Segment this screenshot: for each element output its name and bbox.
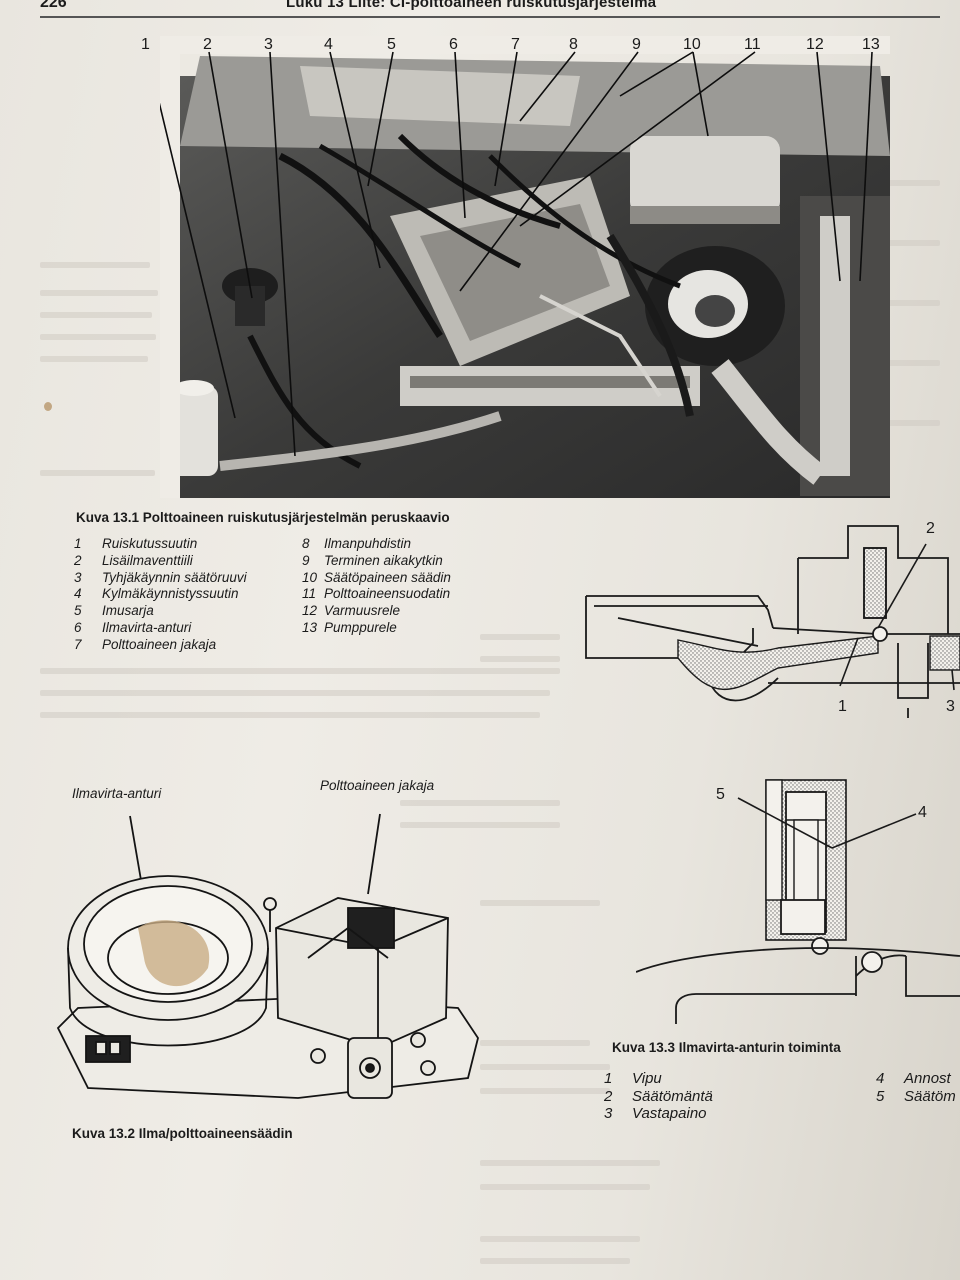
legend-num: 4 [74, 586, 82, 602]
legend-num: 2 [604, 1087, 613, 1105]
figure-13-2-caption: Kuva 13.2 Ilma/polttoaineensäädin [72, 1126, 293, 1141]
callout-1: 1 [141, 36, 150, 53]
callout-12: 12 [806, 36, 824, 53]
page-number: 226 [40, 0, 67, 11]
fig3-bottom-callout-4: 4 [918, 804, 927, 821]
callout-leaders [160, 51, 873, 457]
label-fuel-distributor: Polttoaineen jakaja [320, 778, 435, 793]
figure-13-3-legend-left: 1 Vipu 2 Säätömäntä 3 Vastapaino [604, 1070, 713, 1123]
legend-text: Varmuusrele [324, 603, 401, 619]
fig3-top-callout-2: 2 [926, 520, 935, 537]
airflow-sensor-diagram-top [578, 518, 960, 718]
figure-13-1-caption: Kuva 13.1 Polttoaineen ruiskutusjärjeste… [76, 510, 450, 525]
legend-text: Vipu [632, 1070, 662, 1087]
fig3-top-callout-3: 3 [946, 698, 955, 715]
legend-num: 5 [876, 1087, 885, 1105]
legend-text: Annost [904, 1070, 951, 1087]
legend-text: Kylmäkäynnistyssuutin [102, 586, 239, 602]
legend-row: 1 Vipu [604, 1070, 713, 1088]
legend-text: Polttoaineen jakaja [102, 636, 217, 652]
legend-row: 5 Säätöm [876, 1088, 956, 1106]
legend-row: 1 Ruiskutussuutin [74, 536, 247, 553]
callout-2: 2 [203, 36, 212, 53]
fig3-top-callout-1: 1 [838, 698, 847, 715]
legend-text: Ilmavirta-anturi [102, 619, 192, 635]
legend-num: 10 [302, 569, 318, 585]
legend-text: Ilmanpuhdistin [324, 536, 412, 551]
legend-row: 7 Polttoaineen jakaja [74, 637, 247, 654]
figure-13-3-legend-right: 4 Annost 5 Säätöm [876, 1070, 956, 1105]
legend-row: 6 Ilmavirta-anturi [74, 620, 247, 637]
legend-text: Säätöm [904, 1087, 956, 1105]
legend-row: 2 Lisäilmaventtiili [74, 553, 247, 570]
legend-num: 11 [302, 586, 317, 602]
callout-8: 8 [569, 36, 578, 53]
legend-row: 9 Terminen aikakytkin [302, 553, 451, 570]
callout-4: 4 [324, 36, 333, 53]
legend-row: 3 Tyhjäkäynnin säätöruuvi [74, 570, 247, 587]
legend-text: Säätöpaineen säädin [324, 569, 451, 585]
show-through-heading [38, 200, 47, 238]
legend-num: 3 [604, 1105, 613, 1122]
legend-text: Tyhjäkäynnin säätöruuvi [102, 569, 247, 585]
legend-text: Ruiskutussuutin [102, 536, 198, 551]
legend-num: 13 [302, 619, 318, 635]
legend-text: Pumppurele [324, 619, 397, 635]
air-fuel-regulator-drawing [48, 808, 488, 1118]
airflow-sensor-diagram-bottom [635, 776, 960, 1026]
legend-row: 11 Polttoaineensuodatin [302, 586, 451, 603]
callout-5: 5 [387, 36, 396, 53]
figure-13-3-caption: Kuva 13.3 Ilmavirta-anturin toiminta [612, 1040, 841, 1055]
legend-row: 3 Vastapaino [604, 1105, 713, 1123]
legend-text: Vastapaino [632, 1105, 707, 1122]
legend-num: 3 [74, 569, 82, 585]
legend-num: 12 [302, 603, 318, 619]
callout-13: 13 [862, 36, 880, 53]
callout-9: 9 [632, 36, 641, 53]
airflow-sensor-section-bottom [635, 779, 960, 1024]
label-airflow-sensor: Ilmavirta-anturi [72, 786, 162, 801]
legend-text: Terminen aikakytkin [324, 552, 443, 568]
figure-13-1-legend-right: 8 Ilmanpuhdistin 9 Terminen aikakytkin 10 S… [302, 536, 451, 637]
running-title: Luku 13 Liite: CI-polttoaineen ruiskutus… [286, 0, 657, 11]
callout-10: 10 [683, 36, 701, 53]
paper-stain [44, 402, 52, 411]
legend-text: Polttoaineensuodatin [324, 586, 451, 602]
airflow-sensor-section-top [585, 525, 960, 718]
legend-row: 5 Imusarja [74, 603, 247, 620]
legend-num: 1 [604, 1070, 613, 1087]
legend-num: 8 [302, 536, 310, 551]
engine-bay-photo [160, 36, 890, 498]
legend-row: 4 Kylmäkäynnistyssuutin [74, 586, 247, 603]
figure-13-1-legend-left: 1 Ruiskutussuutin 2 Lisäilmaventtiili 3 Tyh… [74, 536, 247, 654]
header-rule [40, 16, 940, 18]
legend-row: 10 Säätöpaineen säädin [302, 570, 451, 587]
legend-row: 4 Annost [876, 1070, 956, 1088]
legend-num: 2 [74, 552, 82, 568]
legend-num: 1 [74, 536, 82, 551]
engine-bay-illustration [160, 36, 890, 498]
legend-text: Imusarja [102, 603, 154, 619]
legend-num: 4 [876, 1070, 885, 1087]
legend-num: 9 [302, 552, 310, 568]
legend-num: 5 [74, 603, 82, 619]
callout-3: 3 [264, 36, 273, 53]
legend-text: Lisäilmaventtiili [102, 552, 193, 568]
callout-6: 6 [449, 36, 458, 53]
legend-num: 7 [74, 636, 82, 652]
callout-7: 7 [511, 36, 520, 53]
legend-row: 13 Pumppurele [302, 620, 451, 637]
legend-row: 12 Varmuusrele [302, 603, 451, 620]
legend-row: 8 Ilmanpuhdistin [302, 536, 451, 553]
legend-row: 2 Säätömäntä [604, 1088, 713, 1106]
callout-11: 11 [744, 36, 761, 53]
fig3-bottom-callout-5: 5 [716, 786, 725, 803]
legend-text: Säätömäntä [632, 1087, 713, 1105]
air-fuel-regulator-illustration [56, 813, 479, 1099]
legend-num: 6 [74, 619, 82, 635]
